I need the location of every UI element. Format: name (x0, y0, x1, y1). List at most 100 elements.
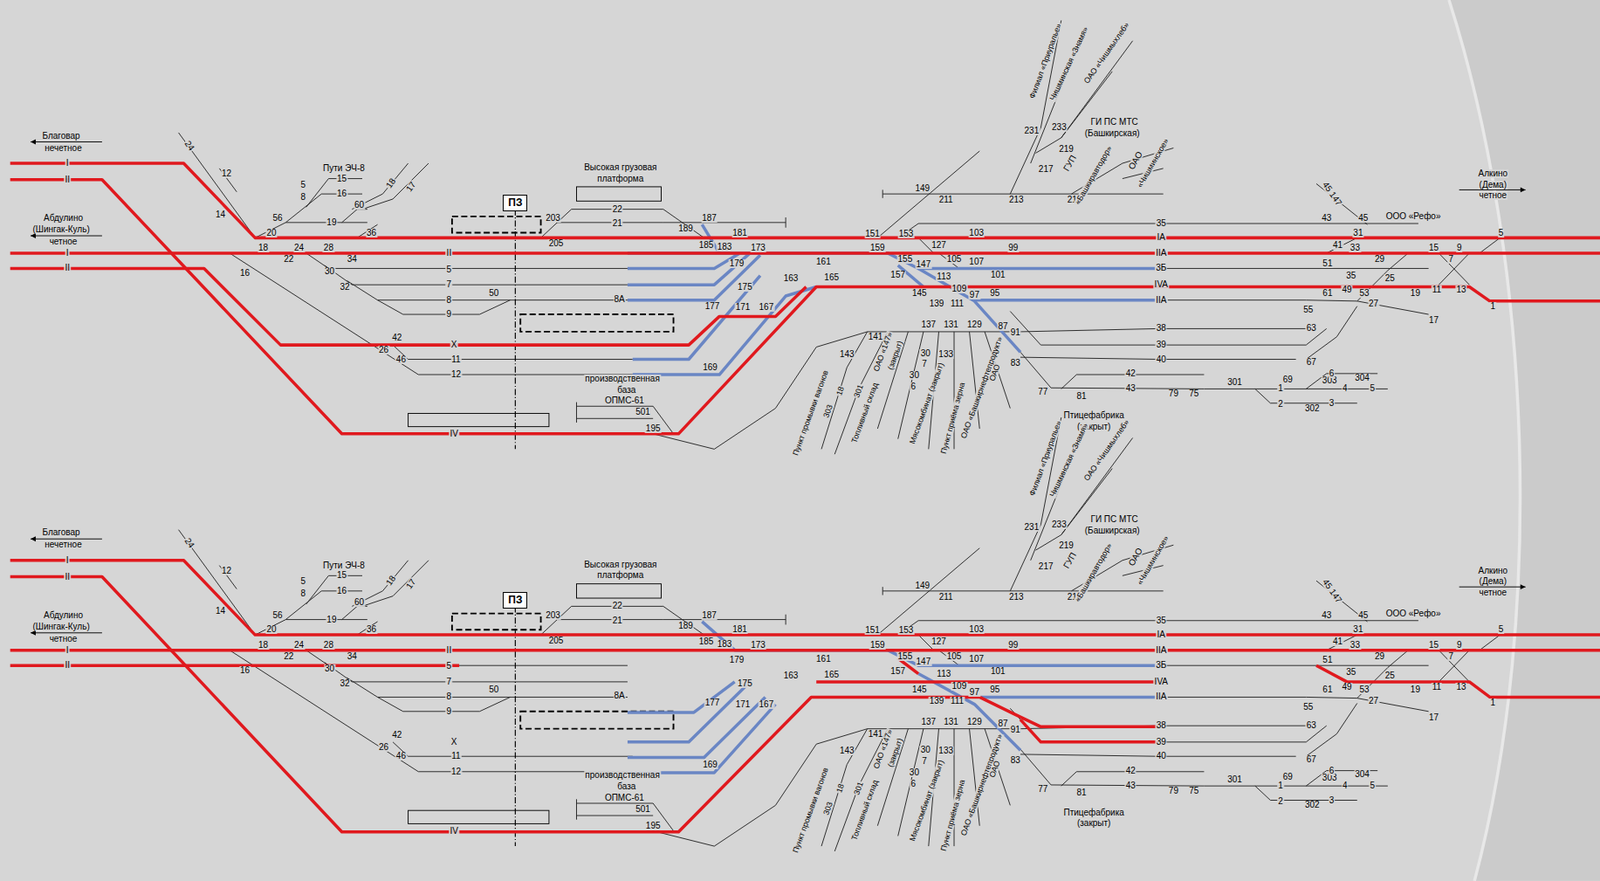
track-label: ОАО «Башкирнефтепродукт» (959, 732, 1004, 838)
track-label: 20 (265, 228, 277, 238)
track-line (882, 189, 884, 198)
track-label: Абдулино (42, 213, 84, 223)
track-label: 8 (446, 692, 454, 701)
track-label: 30 (908, 768, 921, 777)
track-label: 109 (951, 284, 969, 294)
track-line (1158, 696, 1429, 711)
track-label: ОПМС-61 (604, 793, 646, 803)
track-label: 35 (1345, 271, 1357, 281)
track-label: 99 (1007, 243, 1019, 253)
track-label: 169 (701, 363, 719, 372)
track-label: Птицефабрика (1063, 411, 1126, 420)
track-label: 21 (611, 616, 624, 625)
track-label: 151 (864, 229, 881, 239)
red-route (10, 663, 460, 667)
track-label: 39 (1155, 737, 1168, 747)
track-label: 149 (913, 184, 931, 193)
axis-line (515, 605, 516, 846)
blue-route (701, 621, 1159, 666)
track-label: 41 (1332, 240, 1344, 250)
track-label: 103 (968, 228, 985, 238)
track-label: 22 (282, 652, 295, 661)
track-label: ГИ ПС МТС (1089, 515, 1139, 524)
track-label: 8 (299, 192, 307, 202)
track-label: 4 (1341, 384, 1349, 393)
track-label: 205 (548, 636, 565, 646)
track-label: ООО «Рефо» (1385, 609, 1443, 619)
track-line (346, 677, 627, 697)
track-label: 26 (377, 345, 390, 355)
track-label: 6 (1328, 766, 1336, 776)
track-line (556, 618, 786, 620)
track-line (1479, 634, 1500, 651)
track-label: 42 (391, 333, 403, 343)
track-label: 161 (815, 654, 832, 664)
track-label: 19 (1409, 685, 1422, 694)
track-label: 5 (1497, 624, 1505, 634)
track-label: 219 (1057, 144, 1075, 154)
track-label: 145 (911, 685, 928, 694)
platform-outline (520, 314, 673, 332)
track-label: 9 (1455, 640, 1463, 650)
track-label: 177 (704, 302, 722, 311)
track-label: 21 (611, 219, 624, 228)
track-label: IIA (1154, 295, 1168, 305)
blue-route (627, 681, 735, 713)
track-label: ОАО (1126, 545, 1146, 569)
track-label: 14 (214, 210, 227, 220)
track-label: 63 (1305, 323, 1318, 333)
platform-outline (408, 412, 550, 426)
track-label: 81 (1076, 788, 1088, 797)
track-line (652, 728, 867, 846)
track-label: 107 (968, 257, 985, 267)
track-label: 5 (299, 180, 307, 190)
track-label: 167 (758, 700, 776, 709)
track-label: 28 (322, 640, 335, 650)
blue-route (918, 267, 1021, 352)
track-label: 77 (1036, 387, 1049, 397)
track-line (556, 221, 786, 223)
track-label: 18 (257, 640, 269, 650)
track-label: 35 (1155, 616, 1168, 625)
track-label: IIA (1154, 692, 1168, 701)
track-label: 87 (997, 719, 1010, 728)
track-label: 7 (446, 280, 454, 289)
track-label: II (446, 248, 454, 258)
track-label: 1 (1490, 302, 1497, 311)
track-label: Благовар (41, 131, 82, 141)
track-label: 12 (450, 767, 462, 776)
track-label: четное (1477, 191, 1508, 200)
track-label: 141 (867, 729, 885, 739)
track-label: 75 (1187, 786, 1200, 796)
track-label: 60 (353, 200, 365, 210)
direction-arrowhead (30, 139, 36, 145)
track-line (576, 803, 673, 831)
track-label: 53 (1358, 685, 1370, 694)
track-label: 155 (897, 254, 914, 264)
track-label: «Чишминское» (1135, 137, 1171, 191)
track-label: 9 (446, 309, 454, 319)
platform-outline (452, 613, 542, 631)
track-label: 45 147 (1319, 576, 1344, 605)
track-label: II (63, 660, 71, 670)
track-label: 231 (1023, 126, 1041, 136)
track-line (479, 300, 510, 315)
track-label: 133 (937, 350, 955, 359)
track-line (877, 151, 980, 238)
track-label: четное (1477, 588, 1508, 598)
track-label: 205 (548, 239, 565, 248)
track-label: 133 (937, 746, 955, 756)
track-label: 301 (1226, 775, 1243, 784)
track-line (306, 650, 628, 667)
track-label: 12 (220, 566, 233, 576)
track-label: 38 (1155, 721, 1168, 730)
track-label: Птицефабрика (1063, 808, 1126, 818)
platform-outline (520, 711, 673, 729)
track-label: 30 (908, 370, 921, 380)
track-label: 143 (838, 746, 856, 756)
track-label: 87 (997, 322, 1010, 331)
track-label: IA (1156, 630, 1167, 639)
track-label: база (616, 782, 637, 791)
track-label: 41 (1332, 637, 1344, 646)
track-label: 36 (365, 228, 378, 238)
